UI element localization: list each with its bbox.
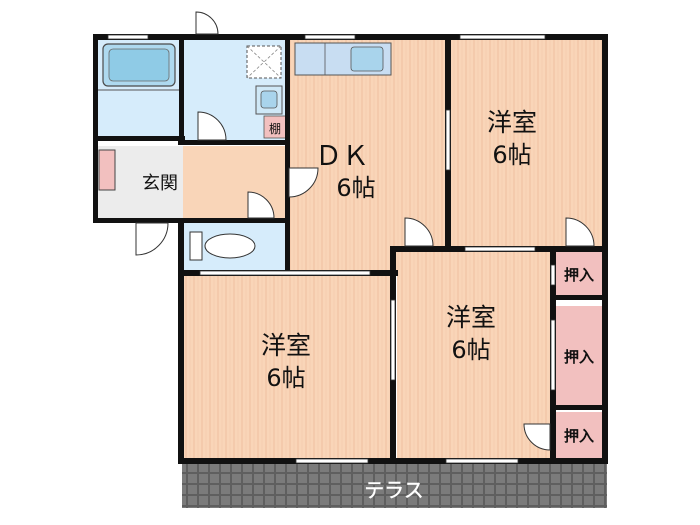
closet-2-label: 押入: [564, 348, 594, 366]
room-bottom-left-floor: [182, 276, 391, 462]
toilet-bowl: [204, 233, 256, 259]
room-bottom-middle-size: 6帖: [451, 336, 490, 364]
door-washroom: [197, 111, 227, 141]
dk-name: ＤＫ: [315, 141, 369, 172]
door-washroom-top: [195, 11, 219, 35]
closet-3-floor: [556, 412, 603, 458]
door-room-upper-right: [565, 217, 595, 247]
room-bottom-left-name: 洋室: [261, 331, 311, 360]
room-bottom-left-size: 6帖: [266, 364, 305, 392]
terrace-label: テラス: [364, 478, 424, 502]
door-closet-3: [523, 423, 551, 451]
room-bottom-middle-name: 洋室: [446, 303, 496, 332]
room-upper-right-floor: [451, 40, 603, 246]
closet-1-label: 押入: [564, 266, 594, 284]
windows: [107, 34, 556, 464]
closet-1-floor: [556, 252, 603, 295]
shoe-cabinet: [98, 149, 116, 191]
room-upper-right-name: 洋室: [487, 108, 537, 137]
closet-2-floor: [556, 306, 603, 406]
dk-size: 6帖: [336, 174, 375, 202]
toilet-tank: [189, 231, 203, 261]
door-dk-hall: [288, 167, 319, 198]
door-toilet: [247, 191, 275, 219]
doors: [135, 11, 595, 451]
shelf-label: 棚: [269, 121, 281, 136]
entrance-label: 玄関: [142, 173, 178, 194]
door-entrance: [135, 222, 169, 256]
terrace-area: [182, 462, 607, 508]
door-room-bottom-middle: [404, 217, 434, 247]
room-upper-right-size: 6帖: [492, 141, 531, 169]
kitchen-sink: [350, 46, 384, 72]
closet-3-label: 押入: [564, 427, 594, 445]
